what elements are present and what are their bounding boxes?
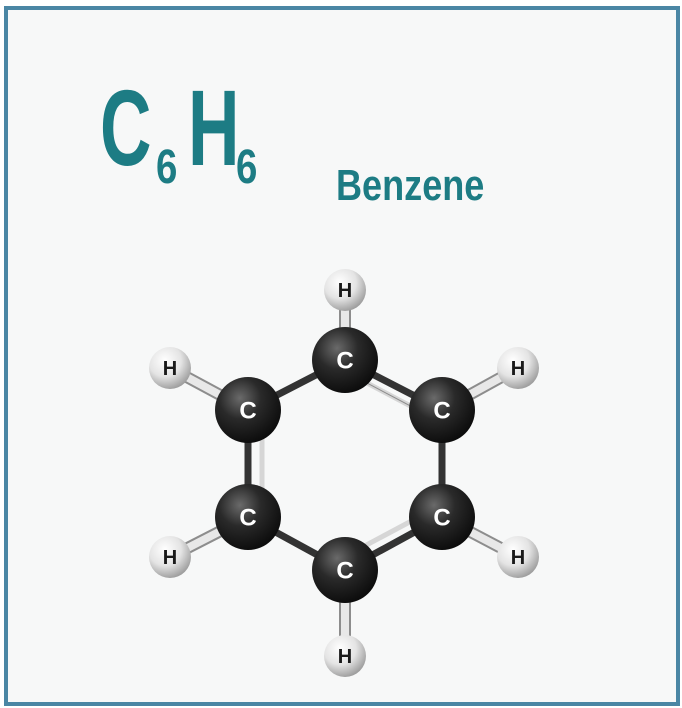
formula-hydrogen-count: 6: [236, 141, 258, 194]
carbon-atom: C: [409, 377, 475, 443]
carbon-label: C: [433, 505, 450, 532]
hydrogen-atoms: H H H H H H: [149, 269, 539, 677]
hydrogen-label: H: [163, 547, 177, 569]
carbon-atom: C: [409, 484, 475, 550]
hydrogen-atom: H: [497, 347, 539, 389]
hydrogen-label: H: [511, 358, 525, 380]
hydrogen-atom: H: [324, 269, 366, 311]
carbon-atom: C: [215, 377, 281, 443]
carbon-atom: C: [312, 537, 378, 603]
formula-hydrogen-symbol: H: [188, 67, 240, 188]
carbon-label: C: [336, 348, 353, 375]
carbon-label: C: [336, 558, 353, 585]
hydrogen-atom: H: [497, 536, 539, 578]
formula-carbon-symbol: C: [100, 67, 152, 188]
hydrogen-label: H: [511, 547, 525, 569]
carbon-label: C: [239, 398, 256, 425]
carbon-label: C: [239, 505, 256, 532]
carbon-atom: C: [312, 327, 378, 393]
hydrogen-atom: H: [324, 635, 366, 677]
hydrogen-label: H: [163, 358, 177, 380]
compound-name: Benzene: [336, 161, 485, 210]
hydrogen-atom: H: [149, 536, 191, 578]
carbon-label: C: [433, 398, 450, 425]
hydrogen-atom: H: [149, 347, 191, 389]
carbon-atom: C: [215, 484, 281, 550]
hydrogen-label: H: [338, 646, 352, 668]
hydrogen-label: H: [338, 280, 352, 302]
formula-carbon-count: 6: [156, 141, 178, 194]
carbon-atoms: C C C C C C: [215, 327, 475, 603]
